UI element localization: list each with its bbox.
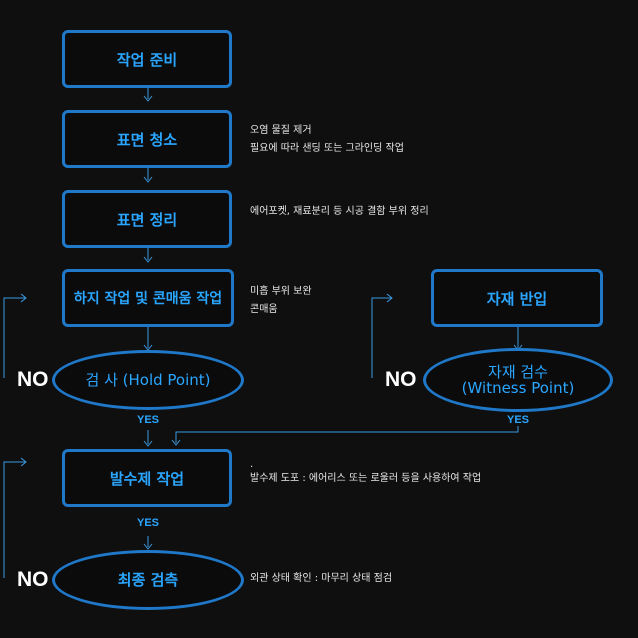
note-waterproof-line-1: 발수제 도포 : 에어리스 또는 로울러 등을 사용하여 작업 (250, 473, 482, 484)
note-clean-line-2: 필요에 따라 샌딩 또는 그라인딩 작업 (250, 143, 404, 154)
yes-label-waterproof: YES (137, 517, 160, 529)
no-label-hold: NO (17, 368, 49, 391)
step-inspect-witness: 자재 검수 (Witness Point) (423, 348, 613, 412)
step-underlay: 하지 작업 및 콘매움 작업 (62, 269, 234, 327)
step-inspect-hold-label: 검 사 (Hold Point) (85, 371, 211, 389)
note-clean: 오염 물질 제거 필요에 따라 샌딩 또는 그라인딩 작업 (250, 122, 404, 158)
note-arrange: 에어포켓, 재료분리 등 시공 결함 부위 정리 (250, 203, 429, 221)
note-underlay: 미흡 부위 보완 콘매움 (250, 283, 312, 319)
step-inspect-hold: 검 사 (Hold Point) (52, 350, 244, 410)
note-final: 외관 상태 확인 : 마무리 상태 점검 (250, 570, 392, 588)
step-delivery: 자재 반입 (431, 269, 603, 327)
yes-label-witness: YES (507, 414, 530, 426)
step-prep: 작업 준비 (62, 30, 232, 88)
step-final-label: 최종 검측 (117, 571, 179, 589)
step-underlay-label: 하지 작업 및 콘매움 작업 (73, 291, 223, 307)
step-inspect-witness-label-1: 자재 검수 (488, 363, 548, 381)
note-final-line-1: 외관 상태 확인 : 마무리 상태 점검 (250, 573, 393, 584)
note-underlay-line-1: 미흡 부위 보완 (250, 286, 312, 297)
no-label-witness: NO (385, 368, 417, 391)
step-arrange: 표면 정리 (62, 190, 232, 248)
note-waterproof: . 발수제 도포 : 에어리스 또는 로울러 등을 사용하여 작업 (250, 458, 481, 486)
no-label-final: NO (17, 568, 49, 591)
step-waterproof-label: 발수제 작업 (109, 469, 185, 488)
step-arrange-label: 표면 정리 (116, 210, 178, 229)
step-delivery-label: 자재 반입 (486, 289, 548, 308)
step-clean-label: 표면 청소 (116, 130, 178, 149)
note-underlay-line-2: 콘매움 (250, 304, 278, 315)
step-waterproof: 발수제 작업 (62, 449, 232, 507)
note-clean-line-1: 오염 물질 제거 (250, 125, 312, 136)
step-final: 최종 검측 (52, 550, 244, 610)
note-waterproof-dot: . (250, 459, 254, 470)
note-arrange-line-1: 에어포켓, 재료분리 등 시공 결함 부위 정리 (250, 206, 429, 217)
yes-label-hold: YES (137, 414, 160, 426)
step-clean: 표면 청소 (62, 110, 232, 168)
step-inspect-witness-label-2: (Witness Point) (461, 379, 575, 397)
step-prep-label: 작업 준비 (116, 50, 178, 69)
